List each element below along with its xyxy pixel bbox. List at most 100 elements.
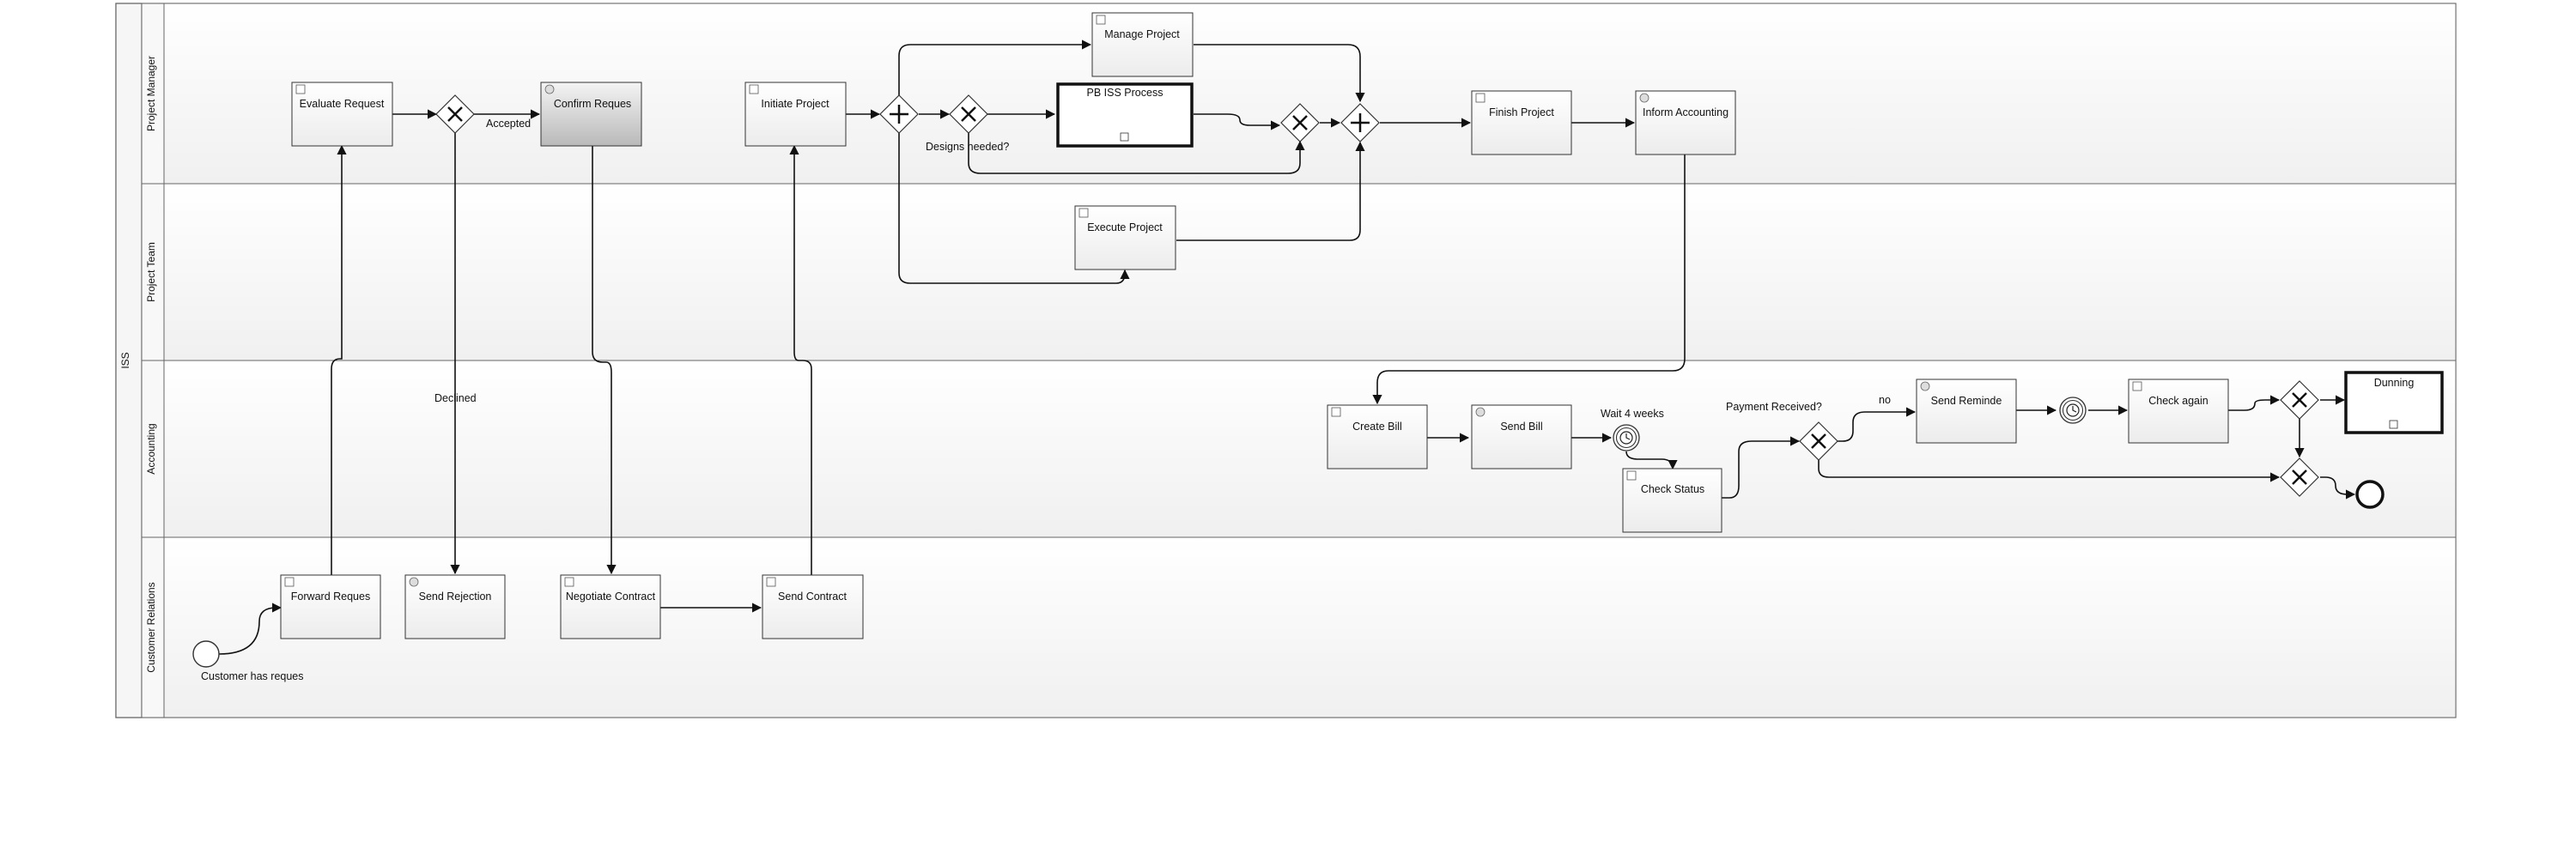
flow-label-designs: Designs needed? (926, 141, 1009, 153)
task-label: Send Reminde (1931, 395, 2002, 407)
exclusive-gateway-icon (2292, 469, 2307, 485)
lane-project-manager: Project Manager (141, 3, 2457, 185)
task-label: Initiate Project (761, 98, 829, 110)
task-finish[interactable]: Finish Project (1471, 90, 1572, 155)
task-label: Finish Project (1489, 106, 1554, 118)
service-task-icon (1639, 93, 1649, 103)
gateway-join[interactable] (1340, 103, 1380, 142)
gateway-payment[interactable] (1799, 421, 1838, 461)
lane-label-accounting: Accounting (145, 423, 157, 474)
task-label: Evaluate Request (300, 98, 385, 110)
task-execute[interactable]: Execute Project (1074, 205, 1176, 270)
lane-customer-relations: Customer Relations (141, 536, 2457, 718)
task-sendcontract[interactable]: Send Contract (762, 574, 864, 639)
lane-accounting: Accounting (141, 360, 2457, 538)
lane-label-customer-relations: Customer Relations (145, 582, 157, 672)
task-label: Send Contract (778, 591, 847, 603)
task-label: Inform Accounting (1643, 106, 1728, 118)
flow-inform-createbill[interactable] (1372, 154, 1686, 405)
user-task-icon (749, 84, 759, 94)
flow-final-end[interactable] (2320, 476, 2356, 500)
flow-label-declined: Declined (434, 392, 477, 404)
flow-forward-evaluate[interactable] (331, 144, 347, 575)
user-task-icon (2132, 381, 2142, 391)
flow-manage-join[interactable] (1194, 44, 1365, 103)
lane-label-project-manager: Project Manager (145, 56, 157, 131)
flow-label-accepted: Accepted (486, 118, 531, 130)
pool-label: ISS (119, 352, 131, 368)
flow-pbiss-merge[interactable] (1194, 113, 1281, 130)
user-task-icon (1626, 470, 1637, 481)
gateway-check[interactable] (2280, 380, 2319, 420)
lanes: Project Manager Project Team Accounting … (141, 3, 2457, 718)
task-forward[interactable]: Forward Reques (280, 574, 381, 639)
lane-project-team: Project Team (141, 183, 2457, 361)
user-task-icon (1096, 15, 1106, 25)
user-task-icon (295, 84, 306, 94)
flow-confirm-negotiate[interactable] (592, 146, 617, 575)
timer-event-wait[interactable] (1613, 424, 1640, 451)
timer-event-remind[interactable] (2059, 397, 2087, 424)
task-label: Manage Project (1104, 28, 1180, 40)
flow-timer-checkstatus[interactable] (1625, 451, 1678, 470)
task-sendreminder[interactable]: Send Reminde (1916, 379, 2017, 444)
subprocess-marker-icon (2389, 420, 2398, 429)
task-inform[interactable]: Inform Accounting (1635, 90, 1736, 155)
flow-checkagain-gateway[interactable] (2227, 395, 2281, 411)
timer-wait-label: Wait 4 weeks (1601, 408, 1664, 420)
end-event[interactable] (2355, 480, 2385, 509)
parallel-gateway-icon (1351, 113, 1370, 132)
task-sendbill[interactable]: Send Bill (1471, 404, 1572, 469)
flow-split-execute[interactable] (898, 133, 1130, 284)
flow-split-manage[interactable] (898, 39, 1092, 95)
user-task-icon (1078, 208, 1089, 218)
task-checkstatus[interactable]: Check Status (1622, 468, 1722, 533)
flow-label-no: no (1879, 394, 1891, 406)
task-label: Send Bill (1500, 421, 1542, 433)
subprocess-marker-icon (1120, 132, 1129, 142)
flow-execute-join[interactable] (1176, 141, 1365, 241)
task-manage[interactable]: Manage Project (1091, 12, 1194, 77)
flow-checkstatus-payment[interactable] (1721, 436, 1801, 499)
task-label: Send Rejection (419, 591, 492, 603)
gateway-accept[interactable] (435, 94, 475, 134)
user-task-icon (1475, 93, 1485, 103)
gateway-split[interactable] (879, 94, 919, 134)
flow-start-forward[interactable] (218, 603, 283, 655)
task-label: Execute Project (1087, 221, 1163, 233)
task-label: Check Status (1641, 483, 1704, 495)
task-label: PB ISS Process (1087, 87, 1163, 99)
task-dunning[interactable]: Dunning (2344, 371, 2444, 434)
flow-sendcontract-initiate[interactable] (789, 144, 812, 575)
start-event[interactable] (192, 640, 220, 668)
user-task-icon (766, 577, 776, 587)
service-task-icon (409, 577, 419, 587)
task-checkagain[interactable]: Check again (2128, 379, 2229, 444)
task-confirm[interactable]: Confirm Reques (540, 82, 642, 147)
task-label: Negotiate Contract (566, 591, 656, 603)
exclusive-gateway-icon (447, 106, 463, 122)
sequence-flows (218, 39, 2356, 655)
task-pbiss[interactable]: PB ISS Process (1056, 82, 1194, 148)
flow-payment-reminder[interactable] (1838, 407, 1917, 442)
user-task-icon (284, 577, 295, 587)
gateway-final[interactable] (2280, 457, 2319, 497)
service-task-icon (544, 84, 555, 94)
task-negotiate[interactable]: Negotiate Contract (560, 574, 661, 639)
task-label: Dunning (2374, 377, 2415, 389)
task-label: Check again (2148, 395, 2208, 407)
task-label: Confirm Reques (554, 98, 631, 110)
flow-label-payment: Payment Received? (1726, 401, 1822, 413)
gateway-merge-x[interactable] (1280, 103, 1320, 142)
flow-designs-bypass[interactable] (968, 133, 1305, 174)
gateway-designs[interactable] (949, 94, 988, 134)
task-initiate[interactable]: Initiate Project (744, 82, 847, 147)
flow-payment-final[interactable] (1818, 460, 2281, 482)
exclusive-gateway-icon (1811, 433, 1826, 449)
task-evaluate[interactable]: Evaluate Request (291, 82, 393, 147)
user-task-icon (1331, 407, 1341, 417)
task-sendrejection[interactable]: Send Rejection (404, 574, 506, 639)
task-createbill[interactable]: Create Bill (1327, 404, 1428, 469)
